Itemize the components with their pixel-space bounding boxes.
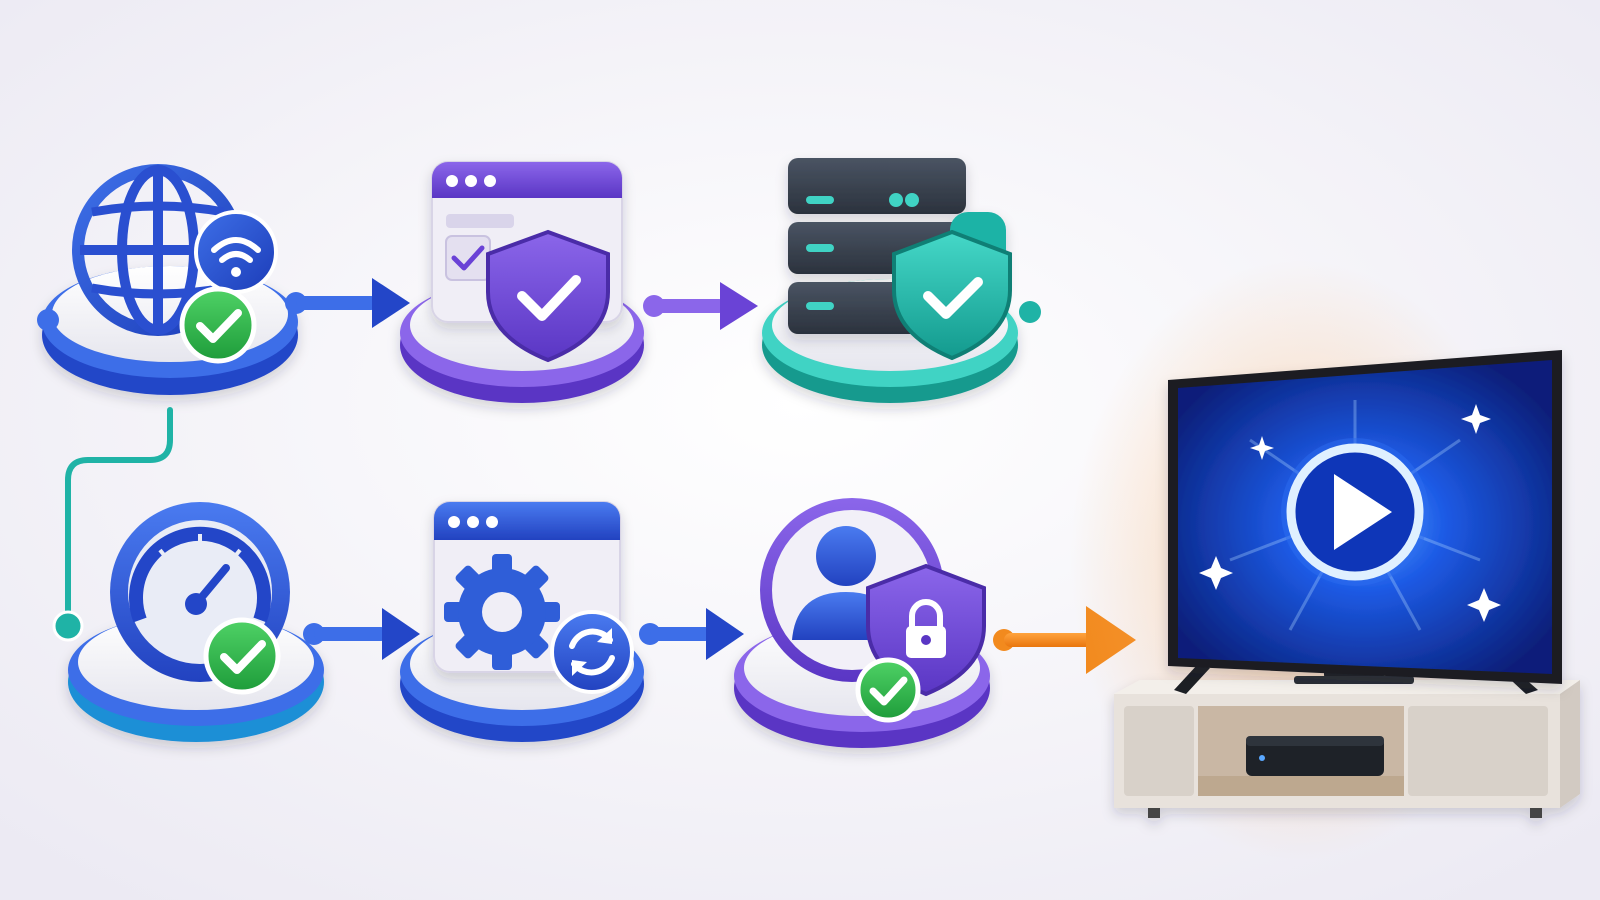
gear-icon: [444, 554, 560, 670]
sparkle-icons: [1199, 404, 1501, 622]
arrow-speed-to-settings: [303, 608, 420, 660]
step-internet-connection: [37, 164, 298, 395]
shield-check-icon: [486, 229, 610, 363]
tv-legs: [1174, 662, 1538, 694]
play-button-icon: [1281, 438, 1429, 586]
step-user-account-secure: [734, 498, 990, 748]
step-app-settings-sync: [400, 501, 644, 742]
check-badge-icon: [203, 617, 281, 695]
arrow-settings-to-user: [639, 608, 744, 660]
tv-streaming-destination: [1070, 260, 1580, 860]
connector-row1-to-row2: [52, 407, 173, 642]
wifi-icon: [194, 210, 278, 294]
arrow-browser-to-server: [643, 282, 758, 330]
step-secure-browser: [400, 161, 644, 403]
sync-icon: [550, 610, 634, 694]
set-top-box-icon: [1246, 736, 1384, 776]
connector-dot: [37, 309, 59, 331]
step-secure-server: [762, 158, 1041, 403]
connector-dot: [1019, 301, 1041, 323]
check-badge-icon: [179, 286, 257, 364]
step-speed-check: [68, 502, 324, 742]
check-badge-icon: [855, 657, 921, 723]
shield-check-icon: [892, 229, 1012, 361]
arrow-connection-to-browser: [285, 278, 410, 328]
